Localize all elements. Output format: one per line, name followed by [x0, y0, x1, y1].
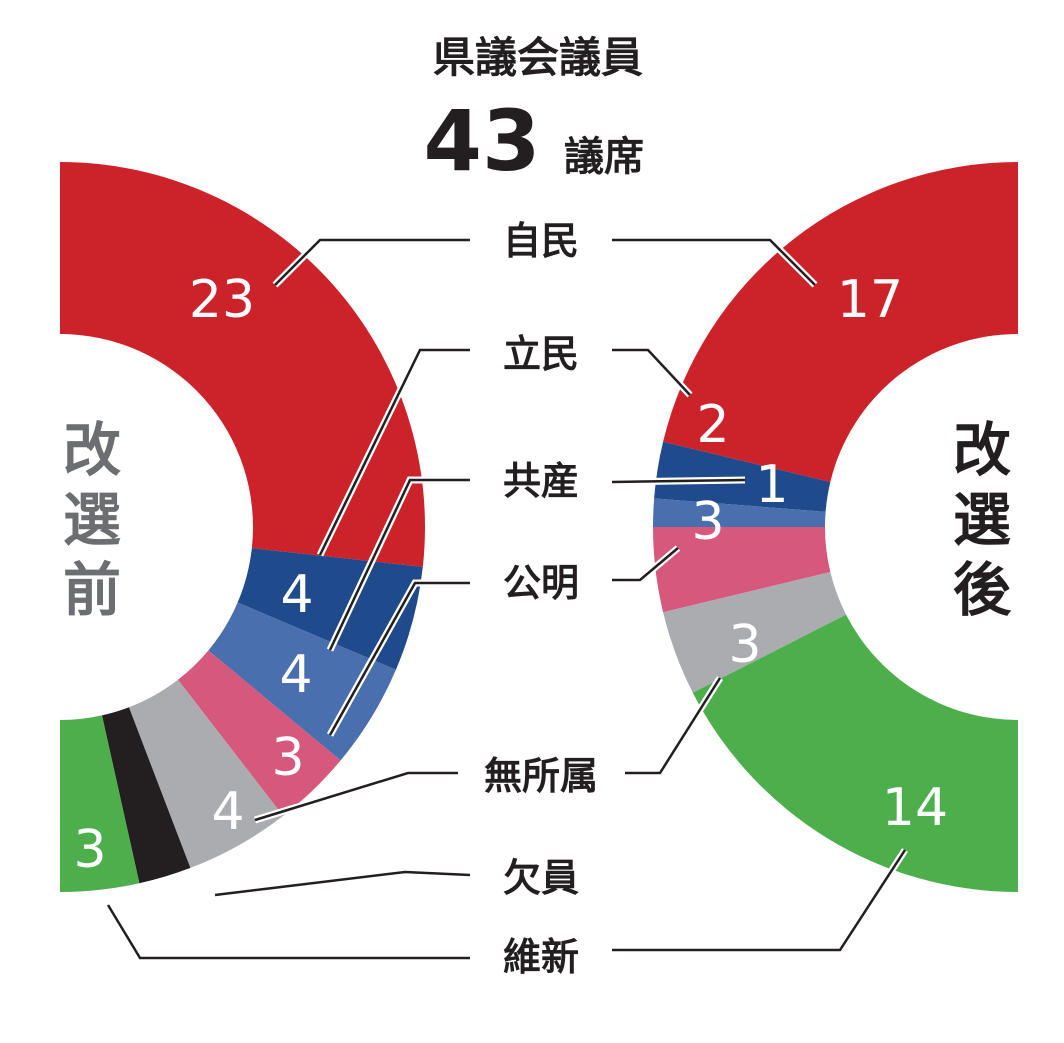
party-label-rikken: 立民 — [503, 332, 579, 376]
party-label-komei: 公明 — [503, 561, 579, 605]
leader-line — [625, 677, 722, 775]
value-label-改選後-立民: 2 — [696, 395, 729, 455]
slice-改選後-共産 — [653, 498, 826, 527]
leader-line — [328, 478, 470, 651]
leader-line — [611, 478, 746, 484]
leader-line-halo — [612, 346, 693, 398]
party-label-independent: 無所属 — [484, 754, 598, 798]
value-label-改選前-共産: 4 — [279, 645, 312, 705]
total-unit: 議席 — [564, 134, 644, 180]
value-label-改選前-維新: 3 — [73, 820, 106, 880]
value-label-改選前-無所属: 4 — [211, 782, 244, 842]
ring-before — [60, 162, 426, 893]
leader-line — [214, 870, 471, 897]
value-label-改選前-公明: 3 — [271, 728, 304, 788]
leader-line-halo — [105, 903, 470, 962]
value-label-改選前-欠員: 2 — [168, 870, 201, 930]
value-label-改選後-維新: 14 — [882, 778, 948, 838]
value-label-改選前-自民: 23 — [189, 270, 255, 330]
party-label-vacancy: 欠員 — [503, 856, 579, 900]
party-label-ishin: 維新 — [503, 935, 579, 979]
svg-text:改選後: 改選後 — [953, 416, 1012, 624]
leader-line — [612, 238, 816, 286]
value-label-改選後-共産: 1 — [755, 455, 788, 515]
leader-line — [318, 348, 470, 556]
slice-改選後-自民 — [663, 162, 1018, 482]
slice-改選前-欠員 — [101, 707, 191, 884]
leader-line — [612, 348, 691, 396]
total-seats: 43 — [424, 92, 541, 190]
party-label-jimin: 自民 — [503, 219, 579, 263]
slice-改選後-公明 — [653, 527, 831, 613]
svg-text:改選前: 改選前 — [63, 416, 121, 624]
value-label-改選前-立民: 4 — [280, 565, 313, 625]
party-label-kyosan: 共産 — [503, 459, 579, 503]
value-label-改選後-無所属: 3 — [728, 615, 761, 675]
chart-title: 県議会議員 — [433, 33, 643, 82]
leader-line — [274, 238, 470, 286]
slice-改選後-無所属 — [663, 572, 847, 693]
slice-改選前-維新 — [60, 715, 140, 893]
slice-改選前-共産 — [208, 602, 396, 761]
leader-line-halo — [612, 848, 908, 954]
leader-lines — [105, 236, 908, 962]
leader-line — [328, 581, 470, 736]
after-label: 改選後 — [953, 416, 1012, 624]
value-label-改選後-公明: 3 — [691, 492, 724, 552]
leader-line — [254, 771, 458, 822]
before-label: 改選前 — [63, 416, 121, 624]
slice-改選前-自民 — [60, 162, 426, 567]
value-label-改選後-自民: 17 — [837, 270, 903, 330]
slice-改選後-維新 — [692, 614, 1018, 892]
slice-改選前-公明 — [177, 650, 341, 816]
ring-after — [653, 162, 1018, 892]
leader-line — [106, 904, 470, 960]
leader-line — [612, 849, 907, 952]
slice-改選前-無所属 — [128, 679, 284, 868]
leader-line — [612, 547, 679, 582]
slice-改選前-立民 — [237, 548, 423, 670]
